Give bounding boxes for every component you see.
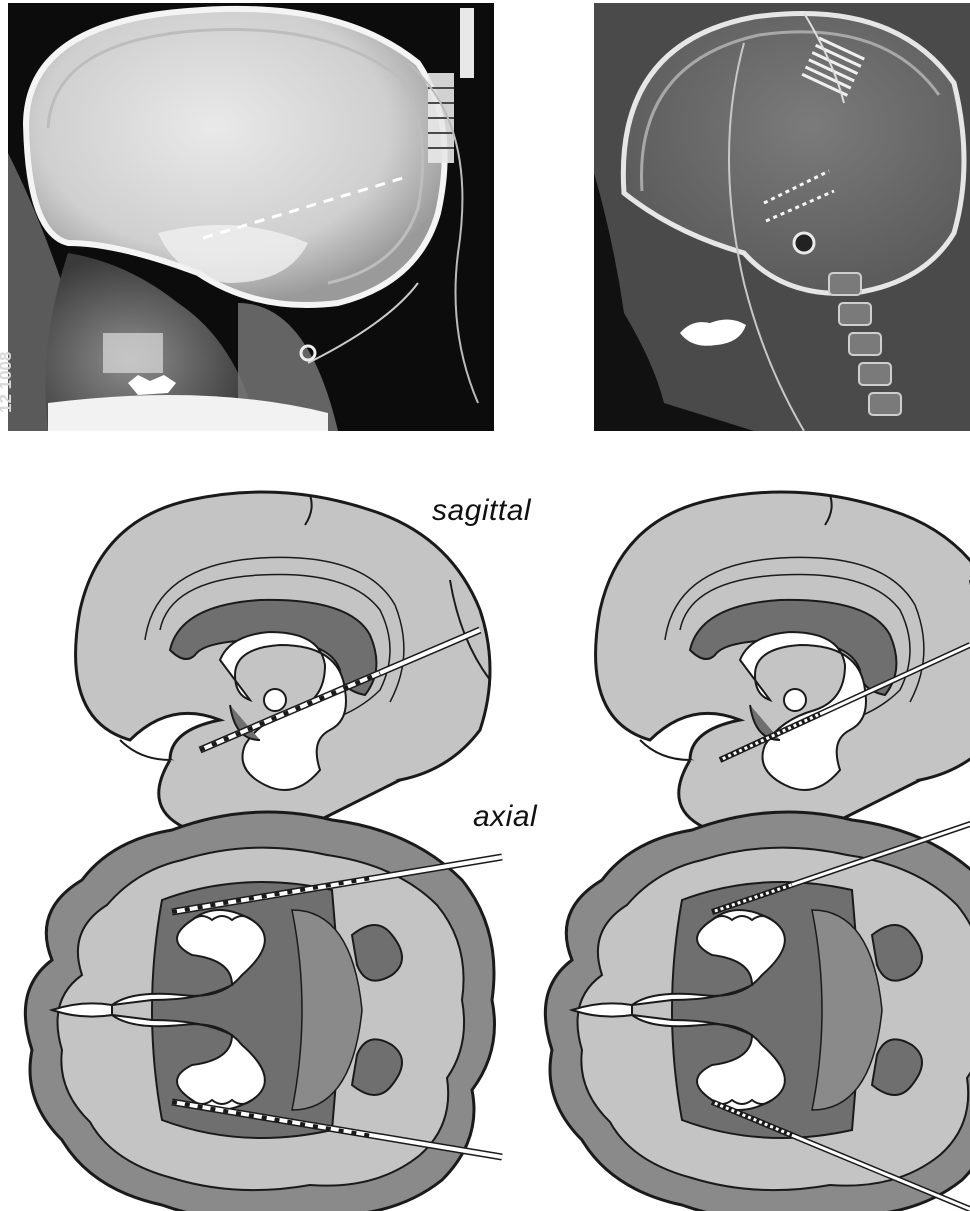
xray-lateral-right — [594, 3, 970, 431]
xray-lateral-left: 12 1008 — [8, 3, 494, 431]
sagittal-label: sagittal — [432, 494, 531, 528]
sagittal-diagram-left — [76, 492, 490, 838]
film-side-marker: 12 1008 — [0, 373, 56, 413]
axial-label: axial — [473, 800, 537, 834]
sagittal-diagram-right — [596, 492, 970, 838]
axial-diagram-left — [25, 812, 502, 1211]
axial-diagram-right — [545, 812, 970, 1211]
